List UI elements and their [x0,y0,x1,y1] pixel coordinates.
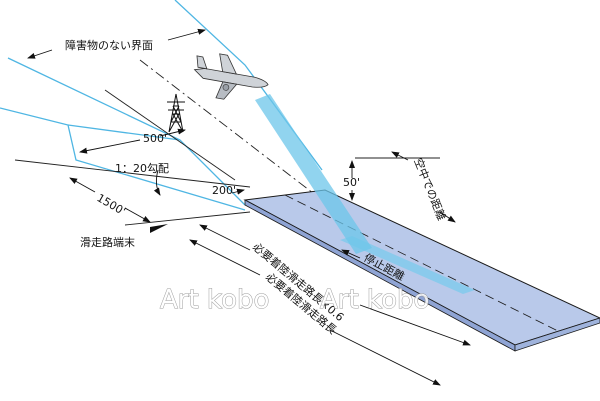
label-dist-1500: 1500' [95,191,128,218]
arrow-500-left [79,139,141,154]
arrow-landing-06-top [199,224,251,251]
runway-end-line [124,211,251,226]
label-dist-500: 500' [143,132,167,145]
approach-centerline [139,59,323,201]
arrow-landing-bottom [329,329,441,386]
touchdown-strip [340,236,475,294]
arrow-surface-left [27,49,53,59]
runway-centerline [284,194,561,333]
label-air-distance: 空中での距離 [411,156,449,222]
dimension-arrows [27,28,471,386]
runway [243,189,600,352]
arrow-surface-right [167,28,206,41]
arrow-slope [153,169,161,196]
label-dist-50: 50' [343,176,360,189]
label-dist-200: 200' [212,184,236,197]
watermark-left: Art kobo [160,285,269,315]
arrow-1500-top [69,177,96,193]
arrow-200 [231,188,245,195]
approach-guide-line [104,89,236,181]
surface-middle-edge [7,57,246,206]
guide-lines [14,59,440,226]
arrow-air-top [391,151,409,161]
label-runway-end: 滑走路端末 [80,235,135,249]
arrow-landing-06-bottom [359,304,471,346]
surface-lower-edge [0,107,246,211]
baseline-line [14,159,251,188]
arrow-landing-top [189,239,261,276]
transmission-tower-icon [167,93,185,133]
arrow-air-bottom [439,211,456,223]
arrow-stop [341,249,361,259]
label-slope: 1：20勾配 [115,162,169,175]
airplane-icon [193,53,269,100]
glide-beam [255,94,372,254]
surface-cross-edge [67,124,181,141]
label-obstacle-free-surface: 障害物のない界面 [65,38,153,52]
watermark-right: Art kobo [320,285,429,315]
beam-shape [255,94,372,254]
arrow-500-right [159,128,186,137]
runway-end-side [514,317,600,352]
arrow-1500-bottom [124,207,151,223]
runway-end-pointer-icon [150,224,168,233]
